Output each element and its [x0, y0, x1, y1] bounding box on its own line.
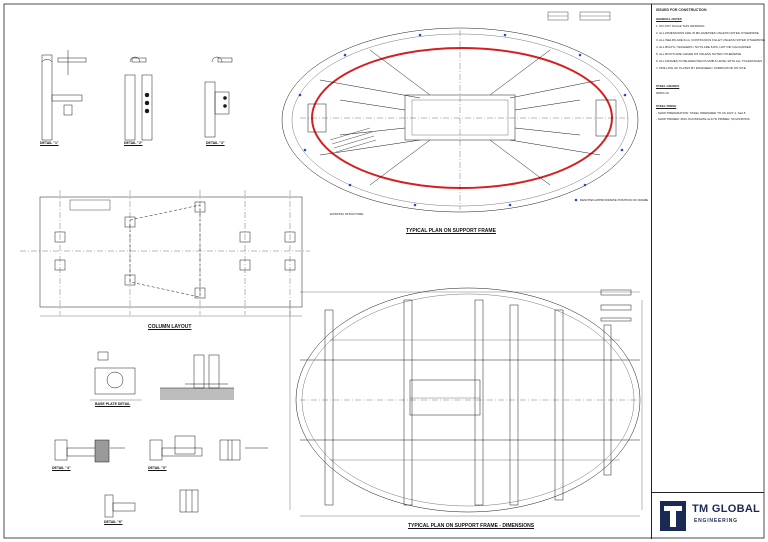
dims-title: TYPICAL PLAN ON SUPPORT FRAME - DIMENSIO…	[408, 523, 535, 529]
detail-2-drawing	[124, 56, 153, 141]
detail-4-title: DETAIL "4"	[52, 466, 71, 470]
legend-drawing	[574, 198, 632, 322]
steel-finish-item: - SHOP PRIMER: ZINC PHOSPHATE ALKYD PRIM…	[656, 117, 750, 121]
base-plate-drawing	[90, 351, 234, 401]
general-notes-heading: GENERAL NOTES	[656, 17, 682, 21]
detail-3-title: DETAIL "3"	[206, 141, 225, 145]
steel-grade: 300PLUS	[656, 91, 669, 95]
detail-2-title: DETAIL "2"	[124, 141, 143, 145]
general-note: 2. ALL DIMENSIONS ARE IN MILLIMETRES UNL…	[656, 31, 759, 35]
detail-4-drawing	[54, 439, 125, 463]
detail-6-title: DETAIL "6"	[104, 520, 123, 524]
steel-grades-heading: STEEL GRADES	[656, 84, 680, 88]
plan-title: TYPICAL PLAN ON SUPPORT FRAME	[406, 228, 496, 234]
detail-1-drawing	[41, 50, 87, 141]
general-note: 5. ALL BOLTS ARE GRADE 8.8 UNLESS NOTED …	[656, 52, 742, 56]
detail-5-drawing	[149, 435, 268, 461]
notes-panel: ISSUED FOR CONSTRUCTION GENERAL NOTES 1.…	[651, 4, 765, 492]
legend-existing-structure: EXISTING STRUCTURE	[330, 212, 364, 216]
detail-6-drawing	[104, 489, 199, 518]
general-note: 3. ALL WELDS ARE 6mm CONTINUOUS FILLET U…	[656, 38, 765, 42]
base-plate-title: BASE PLATE DETAIL	[95, 402, 131, 406]
detail-3-drawing	[204, 56, 233, 138]
general-note: 6. ALL FRAMES TO BE ERECTED PLUMB & LEVE…	[656, 59, 763, 63]
legend-denotes-note: DENOTES APPROXIMATE POSITION OF FRAME	[580, 198, 649, 202]
detail-1-title: DETAIL "1"	[40, 141, 59, 145]
general-note: 1. DO NOT SCALE THIS DRAWING	[656, 24, 705, 28]
company-subtitle: ENGINEERING	[694, 518, 738, 524]
issue-status: ISSUED FOR CONSTRUCTION	[656, 8, 707, 12]
company-name: TM GLOBAL	[692, 503, 761, 515]
support-frame-dims-plan	[289, 287, 643, 517]
column-layout	[20, 190, 310, 317]
steel-finish-heading: STEEL FINISH	[656, 104, 677, 108]
support-frame-plan	[281, 11, 639, 213]
company-logo-icon	[660, 501, 686, 531]
column-layout-title: COLUMN LAYOUT	[148, 324, 192, 330]
steel-finish-item: - SHOP PREPARATION: STEEL PREPARED TO AS…	[656, 111, 746, 115]
title-block-logo: TM GLOBAL ENGINEERING	[651, 492, 764, 539]
detail-5-title: DETAIL "5"	[148, 466, 167, 470]
general-note: 4. ALL BOLTS / WASHERS / NUTS ARE 8.8/S,…	[656, 45, 752, 49]
general-note: 7. DRILLING OF PLATES BY ENGINEER / FABR…	[656, 66, 746, 70]
